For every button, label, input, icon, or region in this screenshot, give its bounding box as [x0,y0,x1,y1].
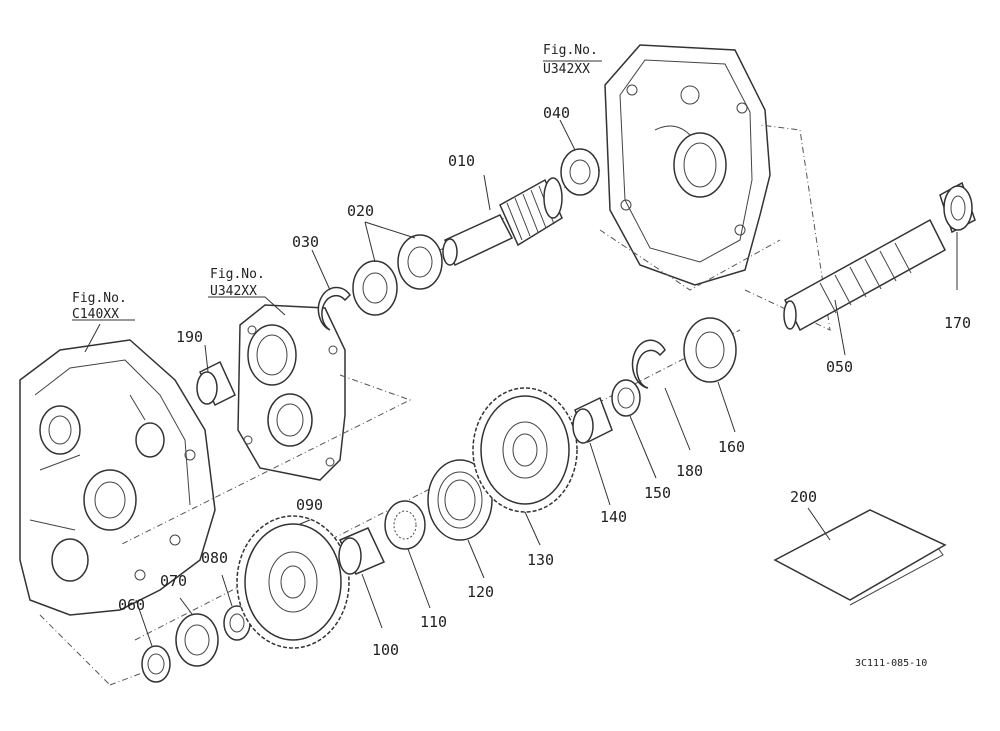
part-130-gear [472,387,578,513]
part-200-sheet [773,509,947,601]
fig-ref-left-line2: C140XX [72,307,119,322]
label-060: 060 [118,596,145,614]
label-200: 200 [790,488,817,506]
part-070-bearing [175,613,219,667]
label-040: 040 [543,104,570,122]
part-030-snap-ring [317,286,351,331]
label-110: 110 [420,613,447,631]
part-160-bearing [683,317,737,383]
part-150-washer [611,379,641,417]
part-060-collar [141,645,171,683]
fig-ref-middle-line2: U342XX [210,284,257,299]
sheet-edge [849,547,944,606]
part-180-snap-ring [631,339,666,389]
part-100-needle-bearing [338,527,386,575]
part-020-bearings [352,234,443,316]
part-040-bearing [560,148,600,196]
label-190: 190 [176,328,203,346]
part-010-pinion-shaft [442,177,563,267]
diagram-code: 3C111-085-10 [855,658,927,669]
fig-ref-top-line2: U342XX [543,62,590,77]
part-050-output-shaft [783,218,946,332]
part-190-bushing [196,360,236,407]
part-090-gear [236,515,350,649]
label-150: 150 [644,484,671,502]
label-080: 080 [201,549,228,567]
leader-lines [72,60,958,647]
label-050: 050 [826,358,853,376]
label-020: 020 [347,202,374,220]
label-170: 170 [944,314,971,332]
label-010: 010 [448,152,475,170]
part-170-collar [939,181,976,234]
part-140-bushing [572,396,613,444]
rear-housing-drawing [604,44,771,286]
label-130: 130 [527,551,554,569]
label-140: 140 [600,508,627,526]
label-030: 030 [292,233,319,251]
part-110-spline-hub [384,500,426,550]
label-180: 180 [676,462,703,480]
front-cover-drawing [237,304,346,481]
label-090: 090 [296,496,323,514]
part-120-coupler [427,459,493,541]
fig-ref-middle-line1: Fig.No. [210,267,265,282]
label-070: 070 [160,572,187,590]
label-120: 120 [467,583,494,601]
fig-ref-top-line1: Fig.No. [543,43,598,58]
label-160: 160 [718,438,745,456]
transmission-case-drawing [19,339,216,616]
fig-ref-left-line1: Fig.No. [72,291,127,306]
label-100: 100 [372,641,399,659]
